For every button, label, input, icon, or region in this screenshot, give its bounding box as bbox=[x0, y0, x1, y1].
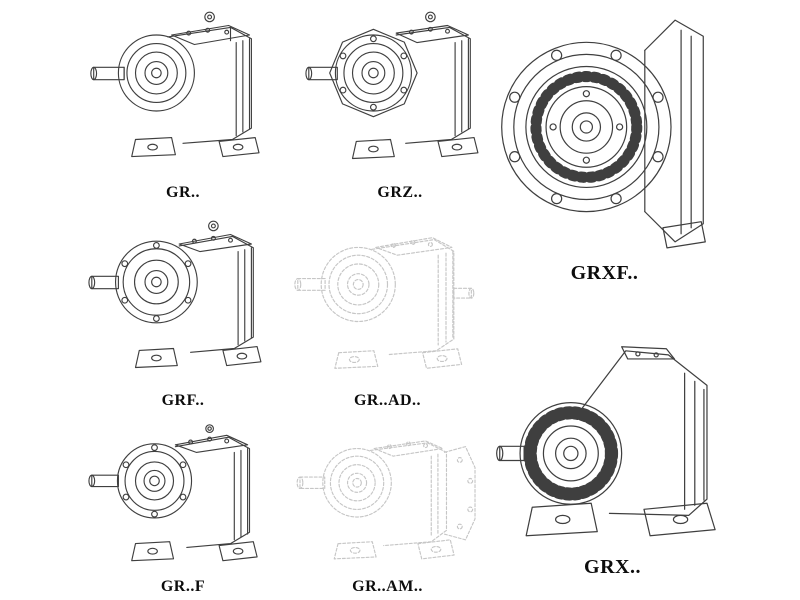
figure-grf2: GR..F bbox=[88, 420, 278, 596]
housing bbox=[644, 19, 706, 249]
input-shaft bbox=[305, 66, 338, 81]
input-shaft bbox=[90, 66, 125, 81]
gr-drawing bbox=[90, 11, 260, 158]
figure-label-grx: GRX.. bbox=[584, 556, 641, 578]
figure-grad: GR..AD.. bbox=[290, 214, 485, 410]
finned-bearing-housing bbox=[519, 402, 623, 505]
input-shaft bbox=[296, 476, 326, 490]
front-flange bbox=[329, 28, 418, 118]
grx-drawing bbox=[496, 346, 716, 537]
figure-grx: GRX.. bbox=[495, 298, 730, 579]
mounting-feet bbox=[351, 137, 479, 160]
housing bbox=[174, 424, 251, 548]
housing bbox=[178, 220, 254, 353]
housing bbox=[395, 11, 471, 144]
mounting-feet bbox=[525, 502, 716, 537]
grf2-drawing bbox=[88, 424, 258, 562]
figure-gr: GR.. bbox=[88, 2, 278, 202]
grf-drawing bbox=[88, 220, 262, 369]
grz-drawing bbox=[305, 11, 479, 160]
figure-label-gram: GR..AM.. bbox=[352, 578, 423, 595]
input-shaft bbox=[88, 275, 119, 290]
grxf-drawing bbox=[501, 19, 706, 249]
housing bbox=[369, 440, 448, 547]
figure-label-grf2: GR..F bbox=[160, 578, 206, 595]
housing bbox=[167, 11, 252, 144]
bearing-boss bbox=[525, 65, 648, 189]
figure-label-grz: GRZ.. bbox=[377, 184, 423, 201]
mounting-feet bbox=[131, 541, 258, 562]
housing bbox=[371, 237, 455, 356]
rear-mounting-flange bbox=[444, 446, 476, 541]
bearing-boss bbox=[320, 246, 396, 323]
bolt-circle-flange bbox=[114, 240, 198, 324]
mounting-feet bbox=[131, 137, 260, 158]
figure-grxf: GRXF.. bbox=[492, 2, 717, 285]
bolt-circle-flange bbox=[116, 443, 193, 519]
bearing-boss bbox=[117, 34, 195, 112]
input-shaft bbox=[496, 445, 525, 462]
figure-gram: GR..AM.. bbox=[290, 420, 485, 596]
gram-drawing bbox=[296, 440, 476, 560]
figure-grz: GRZ.. bbox=[305, 2, 495, 202]
input-shaft bbox=[88, 474, 119, 488]
mounting-feet bbox=[333, 539, 455, 560]
housing bbox=[580, 346, 708, 517]
input-shaft bbox=[294, 278, 326, 291]
figure-grf: GRF.. bbox=[88, 212, 278, 410]
bearing-boss bbox=[322, 447, 392, 518]
figure-label-gr: GR.. bbox=[166, 184, 200, 201]
grad-drawing bbox=[294, 237, 475, 369]
figure-label-grf: GRF.. bbox=[161, 392, 205, 409]
mounting-flange bbox=[501, 41, 672, 213]
adapter-shaft bbox=[453, 287, 475, 299]
figure-label-grxf: GRXF.. bbox=[570, 262, 639, 284]
mounting-feet bbox=[334, 348, 463, 369]
mounting-feet bbox=[134, 346, 262, 369]
figure-label-grad: GR..AD.. bbox=[353, 392, 422, 409]
